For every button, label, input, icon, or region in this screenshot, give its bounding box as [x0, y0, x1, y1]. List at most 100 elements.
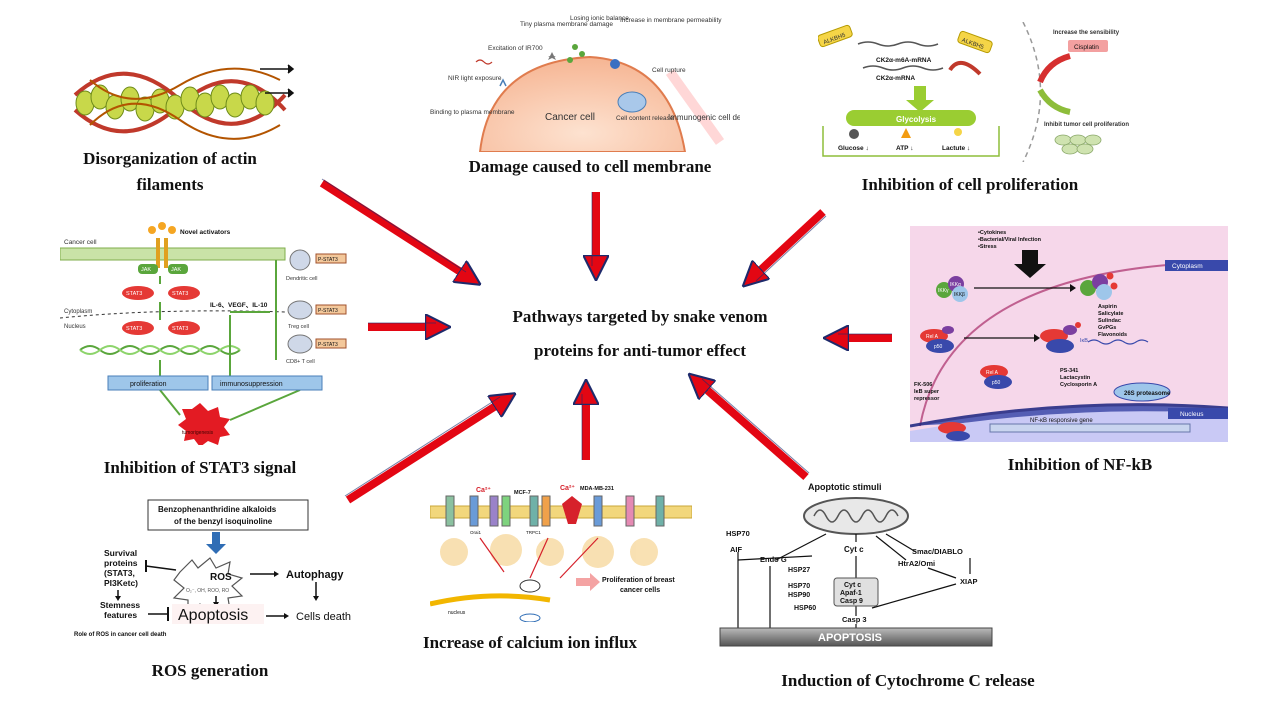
nfkb-fk506-3: repressor [914, 396, 940, 402]
caption-proliferation: Inhibition of cell proliferation [810, 172, 1130, 198]
nfkb-ps341-2: Lactacystin [1060, 375, 1091, 381]
ros-illustration: Benzophenanthridine alkaloids of the ben… [74, 499, 351, 638]
caption-cytc: Induction of Cytochrome C release [728, 668, 1088, 694]
calcium-trpc: TRPC1 [526, 530, 541, 535]
ros-species-label: O₂⁻, OH, ROO, RO [186, 588, 229, 594]
stat3-cancer-cell-label: Cancer cell [64, 239, 97, 246]
stat3-pstat3-a: P-STAT3 [318, 257, 338, 263]
nfkb-ikk-g: IKKγ [938, 288, 949, 294]
stat3-immunosuppression-box: immunosuppression [220, 381, 283, 388]
prolif-mrna-label: CK2α-mRNA [876, 75, 915, 82]
ros-death: Cells death [296, 611, 351, 623]
calcium-ca-a: Ca²⁺ [476, 486, 491, 494]
prolif-glucose-label: Glucose ↓ [838, 145, 869, 152]
nfkb-nucleus-label: Nucleus [1180, 411, 1204, 418]
membrane-rupture-label: Cell rupture [652, 67, 686, 74]
cytc-endog: Endo G [760, 555, 787, 564]
stat3-stat3-b: STAT3 [172, 291, 188, 297]
central-title-line1: Pathways targeted by snake venom [512, 307, 768, 326]
ros-survival-4: PI3Ketc) [104, 578, 138, 588]
caption-calcium: Increase of calcium ion influx [380, 630, 680, 656]
nfkb-ikb-label: IκB [1080, 338, 1088, 344]
nfkb-ikk-a: IKKα [950, 282, 961, 288]
cytc-hsp70-b: HSP70 [788, 583, 810, 590]
nfkb-gene-label: NF-κB responsive gene [1030, 418, 1093, 424]
stat3-cd8-label: CD8+ T cell [286, 359, 315, 365]
cell-proliferation-illustration: ALKBH5 ALKBH5 CK2α-m6A-mRNA CK2α-mRNA Gl… [818, 22, 1129, 162]
nfkb-stimuli1: •Cytokines [978, 230, 1006, 236]
nfkb-rela-b: Rel A [986, 370, 999, 376]
nfkb-drug3: Sulindac [1098, 318, 1121, 324]
nfkb-ikk-b: IKKβ [954, 292, 965, 298]
caption-actin: Disorganization of actin filaments [40, 146, 300, 198]
nfkb-ps341-1: PS-341 [1060, 368, 1078, 374]
nfkb-ps341-3: Cyclosporin A [1060, 382, 1097, 388]
caption-actin-line2: filaments [136, 175, 204, 194]
central-title-line2: proteins for anti-tumor effect [534, 341, 746, 360]
nfkb-fk506-1: FK-506 [914, 382, 932, 388]
stat3-pstat3-b: P-STAT3 [318, 308, 338, 314]
stat3-jak-b: JAK [171, 267, 181, 273]
prolif-atp-label: ATP ↓ [896, 145, 913, 152]
cytc-cytc: Cyt c [844, 545, 864, 554]
prolif-cisplatin-label: Cisplatin [1074, 44, 1099, 51]
stat3-tumorigenesis: tumorigenesis [182, 430, 214, 436]
caption-membrane-text: Damage caused to cell membrane [468, 157, 712, 176]
membrane-excitation-label: Excitation of IR700 [488, 45, 543, 52]
membrane-binding-label: Binding to plasma membrane [430, 109, 515, 116]
membrane-immunogenic-label: Immunogenic cell death [668, 113, 740, 122]
cytc-apoptosis-bar: APOPTOSIS [818, 632, 882, 644]
ros-role: Role of ROS in cancer cell death [74, 632, 167, 638]
cytc-xiap: XIAP [960, 577, 978, 586]
nfkb-rela-a: Rel A [926, 334, 939, 340]
ros-title-line1: Benzophenanthridine alkaloids [158, 505, 277, 514]
stat3-jak-a: JAK [141, 267, 151, 273]
prolif-sensibility-label: Increase the sensibility [1053, 30, 1120, 36]
nfkb-p50-a: p50 [934, 344, 943, 350]
membrane-tiny-damage-label: Tiny plasma membrane damage [520, 21, 613, 28]
nfkb-illustration: Cytoplasm Nucleus •Cytokines •Bacterial/… [910, 226, 1228, 442]
ros-autophagy: Autophagy [286, 569, 344, 581]
cytc-smac: Smac/DIABLO [912, 547, 963, 556]
cytc-apaf-3: Casp 9 [840, 598, 863, 605]
nfkb-proteasome: 26S proteasome [1124, 391, 1171, 397]
cytc-apaf-1: Cyt c [844, 582, 861, 589]
nfkb-stimuli2: •Bacterial/Viral Infection [978, 237, 1042, 243]
stat3-nucleus-label: Nucleus [64, 324, 86, 330]
stat3-dendritic-label: Dendritic cell [286, 276, 317, 282]
membrane-increase-perm-label: Increase in membrane permeability [620, 17, 722, 24]
cytc-casp3: Casp 3 [842, 615, 867, 624]
cytc-hsp60: HSP60 [794, 605, 816, 612]
caption-ros-text: ROS generation [151, 661, 269, 680]
arrow-proliferation [752, 209, 826, 278]
calcium-nucleus: nucleus [448, 610, 466, 616]
stat3-signal-illustration: Cancer cell Novel activators JAK JAK STA… [60, 222, 347, 445]
membrane-losing-balance-label: Losing ionic balance [570, 15, 629, 22]
caption-nfkb-text: Inhibition of NF-kB [1007, 455, 1153, 474]
membrane-content-release-label: Cell content release [616, 115, 674, 122]
prolif-lactate-label: Lactute ↓ [942, 145, 970, 152]
prolif-inhibit-label: Inhibit tumor cell proliferation [1044, 122, 1129, 128]
arrow-actin [319, 179, 470, 278]
caption-membrane: Damage caused to cell membrane [430, 154, 750, 180]
cytc-hsp70-a: HSP70 [726, 529, 750, 538]
cytc-htra: HtrA2/Omi [898, 559, 935, 568]
nfkb-fk506-2: IκB super [914, 389, 940, 395]
caption-actin-line1: Disorganization of actin [83, 149, 257, 168]
calcium-mcf7: MCF-7 [514, 490, 531, 496]
nfkb-drug5: Flavonoids [1098, 332, 1127, 338]
cytc-hsp90: HSP90 [788, 592, 810, 599]
ros-stemness-2: features [104, 610, 137, 620]
caption-cytc-text: Induction of Cytochrome C release [781, 671, 1035, 690]
ros-survival-3: (STAT3, [104, 568, 135, 578]
nfkb-drug4: GvPGs [1098, 325, 1116, 331]
nfkb-drug2: Salicylate [1098, 311, 1123, 317]
stat3-treg-label: Treg cell [288, 324, 309, 330]
caption-stat3: Inhibition of STAT3 signal [40, 455, 360, 481]
prolif-m6a-label: CK2α-m6A-mRNA [876, 57, 932, 64]
stat3-stat3-c: STAT3 [126, 326, 142, 332]
ros-stemness-1: Stemness [100, 600, 140, 610]
stat3-stat3-d: STAT3 [172, 326, 188, 332]
stat3-stat3-a: STAT3 [126, 291, 142, 297]
